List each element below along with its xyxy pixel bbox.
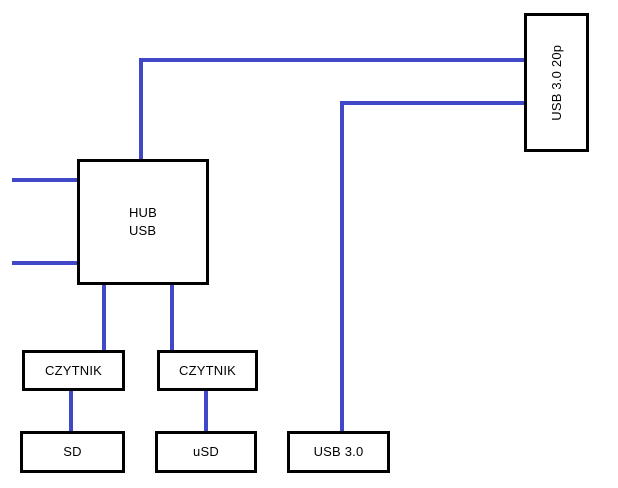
node-usb30[interactable]: USB 3.0 <box>287 431 390 473</box>
connector-hub-to-20p-vertical <box>139 58 143 162</box>
node-label-usd: uSD <box>193 444 219 460</box>
node-czytnik-1[interactable]: CZYTNIK <box>22 350 125 391</box>
node-label-usb30: USB 3.0 <box>313 444 364 460</box>
connector-hub-to-20p-horizontal <box>139 58 526 62</box>
connector-usb30-to-20p-horizontal <box>340 101 526 105</box>
node-usd[interactable]: uSD <box>155 431 257 473</box>
connector-hub-to-czytnik-1 <box>102 283 106 352</box>
connector-czytnik-2-to-usd <box>204 389 208 433</box>
connector-hub-input-upper <box>12 178 80 182</box>
node-usb30-20p[interactable]: USB 3.0 20p <box>524 13 589 152</box>
connector-hub-input-lower <box>12 261 80 265</box>
node-hub-usb[interactable]: HUB USB <box>77 159 209 285</box>
node-label-czytnik-1: CZYTNIK <box>44 362 102 378</box>
node-label-sd: SD <box>63 444 82 460</box>
connector-usb30-to-20p-vertical <box>340 101 344 434</box>
node-sd[interactable]: SD <box>20 431 125 473</box>
connector-hub-to-czytnik-2 <box>170 283 174 352</box>
node-label-hub-usb: HUB USB <box>128 205 158 238</box>
connector-czytnik-1-to-sd <box>69 389 73 433</box>
node-czytnik-2[interactable]: CZYTNIK <box>157 350 258 391</box>
node-label-czytnik-2: CZYTNIK <box>178 362 236 378</box>
node-label-usb30-20p: USB 3.0 20p <box>548 44 564 121</box>
